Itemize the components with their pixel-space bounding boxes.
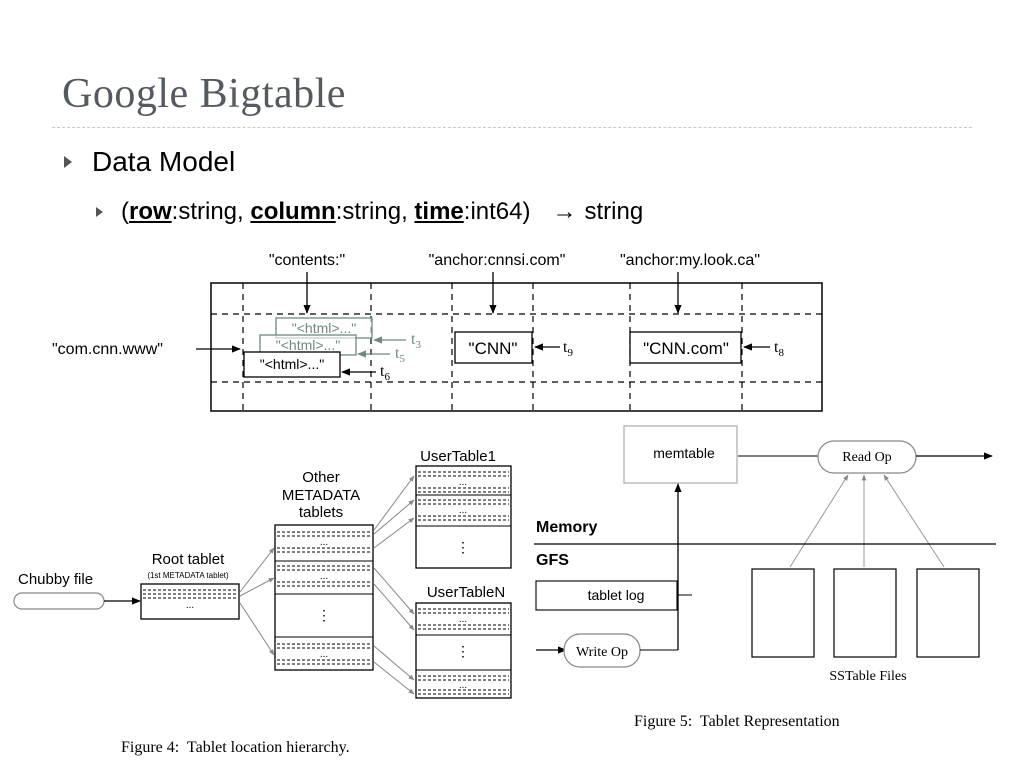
cell-html-v6 bbox=[243, 351, 341, 378]
title-divider bbox=[52, 127, 972, 128]
svg-text:...: ... bbox=[459, 505, 467, 516]
svg-text:...: ... bbox=[459, 477, 467, 488]
cell-html-v5-text: "<html>..." bbox=[276, 337, 340, 353]
tablet-log-box bbox=[535, 580, 678, 611]
slide-title: Google Bigtable bbox=[62, 71, 346, 117]
memtable-label: memtable bbox=[653, 445, 715, 461]
bullet-triangle-icon bbox=[64, 156, 72, 168]
sstable-file-2 bbox=[833, 568, 897, 658]
cell-cnn bbox=[454, 331, 533, 364]
chubby-file-shape bbox=[13, 592, 105, 610]
tuple-result: string bbox=[584, 198, 644, 225]
webtable-figure: "contents:" "anchor:cnnsi.com" "anchor:m… bbox=[52, 252, 823, 412]
tablet-log-label: tablet log bbox=[588, 587, 645, 603]
cell-html-v3-text: "<html>..." bbox=[292, 320, 356, 336]
column-label-contents: "contents:" bbox=[269, 252, 345, 269]
tuple-open: ( bbox=[121, 198, 129, 225]
usertablen-label: UserTableN bbox=[427, 584, 505, 601]
timestamp-t9: t9 bbox=[563, 339, 573, 359]
usertable1-label: UserTable1 bbox=[420, 448, 496, 465]
svg-text:...: ... bbox=[320, 649, 328, 660]
sstable-file-3 bbox=[916, 568, 980, 658]
svg-text:...: ... bbox=[320, 571, 328, 582]
metadata-tablets-box bbox=[274, 524, 374, 671]
bullet-data-model: Data Model bbox=[64, 146, 235, 178]
svg-text:...: ... bbox=[459, 614, 467, 625]
chubby-file-label: Chubby file bbox=[18, 571, 93, 588]
memory-label: Memory bbox=[536, 519, 597, 536]
usertablen-box bbox=[415, 602, 512, 699]
cell-cnn-com bbox=[629, 331, 742, 364]
cell-cnn-com-text: "CNN.com" bbox=[643, 339, 729, 358]
other-metadata-line3: tablets bbox=[299, 504, 343, 521]
svg-text:⋮: ⋮ bbox=[456, 643, 470, 659]
cell-html-v6-text: "<html>..." bbox=[260, 356, 324, 372]
svg-text:...: ... bbox=[320, 537, 328, 548]
svg-text:...: ... bbox=[459, 680, 467, 691]
svg-text:...: ... bbox=[186, 600, 194, 611]
figure4-caption: Figure 4: Tablet location hierarchy. bbox=[121, 739, 350, 756]
gfs-label: GFS bbox=[536, 552, 569, 569]
other-metadata-line1: Other bbox=[302, 469, 340, 486]
read-op-label: Read Op bbox=[842, 450, 891, 465]
write-op-label: Write Op bbox=[576, 645, 628, 660]
cell-cnn-text: "CNN" bbox=[469, 339, 518, 358]
tuple-column: column bbox=[250, 198, 336, 225]
root-tablet-sublabel: (1st METADATA tablet) bbox=[147, 571, 229, 580]
bullet-tuple: (row:string, column:string, time:int64) … bbox=[96, 198, 643, 226]
tablet-hierarchy-figure: Chubby file Root tablet (1st METADATA ta… bbox=[13, 448, 512, 756]
webtable-gridlines bbox=[211, 283, 822, 411]
sstable-file-1 bbox=[751, 568, 815, 658]
memtable-box bbox=[623, 425, 738, 484]
webtable-grid bbox=[210, 282, 823, 412]
tuple-time-type: :int64) bbox=[463, 198, 531, 225]
tuple-arrow: → bbox=[552, 198, 577, 225]
usertable1-box bbox=[415, 465, 512, 569]
sstable-files-label: SSTable Files bbox=[829, 669, 906, 684]
tuple-column-type: :string, bbox=[335, 198, 415, 225]
timestamp-t5: t5 bbox=[395, 345, 405, 365]
bullet-data-model-text: Data Model bbox=[92, 146, 236, 177]
column-label-anchor-cnnsi: "anchor:cnnsi.com" bbox=[429, 252, 566, 269]
figure5-caption: Figure 5: Tablet Representation bbox=[634, 713, 840, 730]
tuple-row-type: :string, bbox=[171, 198, 251, 225]
tuple-row: row bbox=[129, 198, 172, 225]
row-key-label: "com.cnn.www" bbox=[52, 341, 163, 358]
column-label-anchor-mylook: "anchor:my.look.ca" bbox=[620, 252, 760, 269]
timestamp-t6: t6 bbox=[380, 363, 390, 383]
timestamp-t3: t3 bbox=[411, 331, 421, 351]
other-metadata-line2: METADATA bbox=[282, 487, 360, 504]
svg-text:⋮: ⋮ bbox=[456, 539, 470, 555]
tuple-time: time bbox=[414, 198, 464, 225]
timestamp-t8: t8 bbox=[774, 339, 784, 359]
bullet-triangle-icon bbox=[96, 207, 103, 217]
tablet-representation-figure: memtable Read Op Memory GFS tablet log W… bbox=[534, 425, 996, 730]
svg-text:⋮: ⋮ bbox=[317, 607, 331, 623]
root-tablet-label: Root tablet bbox=[152, 551, 225, 568]
read-op-shape bbox=[817, 440, 917, 474]
